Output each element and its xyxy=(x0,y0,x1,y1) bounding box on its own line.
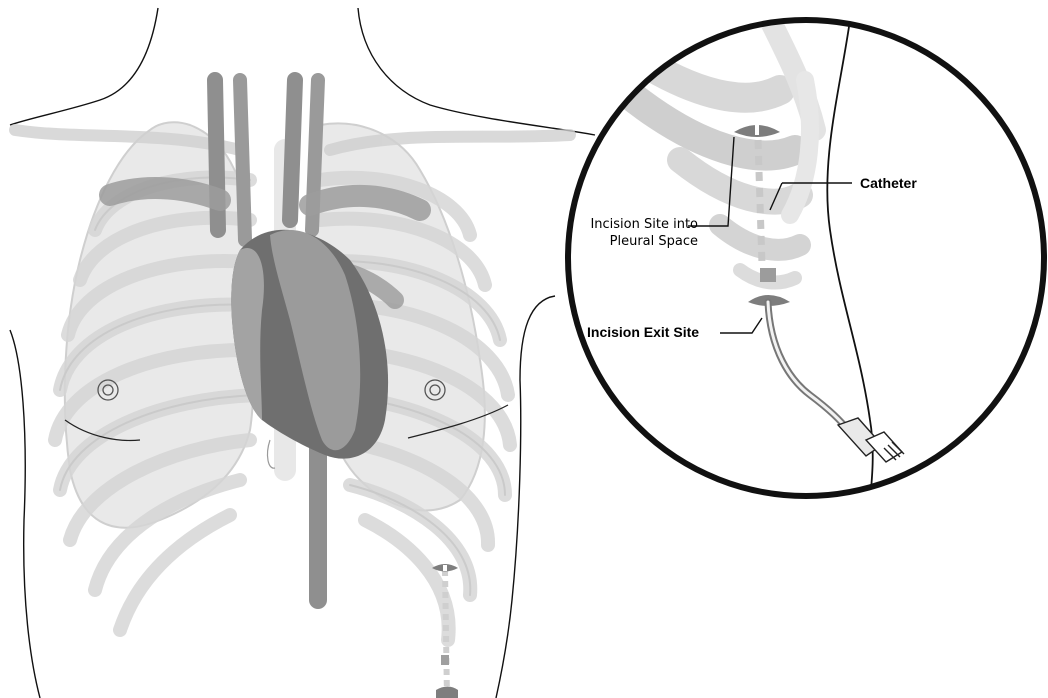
callout-magnified-view xyxy=(568,20,1044,500)
label-incision-into-line2: Pleural Space xyxy=(574,233,698,250)
label-incision-into-pleural-space: Incision Site into Pleural Space xyxy=(574,216,698,250)
label-incision-exit-site: Incision Exit Site xyxy=(587,325,699,339)
label-incision-into-line1: Incision Site into xyxy=(574,216,698,233)
label-catheter: Catheter xyxy=(860,176,917,190)
